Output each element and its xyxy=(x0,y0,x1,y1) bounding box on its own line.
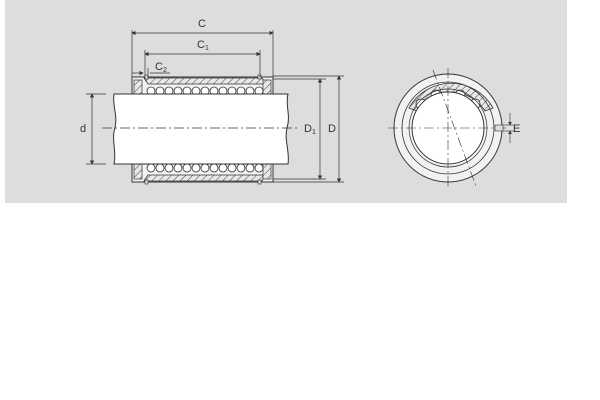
label-D1: D xyxy=(304,123,312,135)
end-view: E xyxy=(388,68,520,188)
dimension-C1: C1 xyxy=(144,39,261,77)
dimension-E: E xyxy=(503,113,520,143)
label-C2: C xyxy=(155,61,163,73)
shaft xyxy=(113,93,289,165)
label-D: D xyxy=(328,123,336,135)
label-d: d xyxy=(80,123,86,135)
side-view: C C1 C2 d D1 xyxy=(80,18,344,185)
ball-row-bottom xyxy=(146,163,264,173)
dimension-d: d xyxy=(80,93,106,165)
label-E: E xyxy=(513,123,520,135)
dimension-D1: D1 xyxy=(273,78,326,180)
ball-row-top xyxy=(146,86,264,96)
dimension-C2: C2 xyxy=(132,61,170,77)
label-C: C xyxy=(198,18,206,30)
dimension-C: C xyxy=(131,18,274,77)
svg-text:C1: C1 xyxy=(197,39,209,52)
svg-text:D1: D1 xyxy=(304,123,316,136)
label-C1: C xyxy=(197,39,205,51)
dimension-D: D xyxy=(273,75,344,183)
svg-text:C2: C2 xyxy=(155,61,167,74)
